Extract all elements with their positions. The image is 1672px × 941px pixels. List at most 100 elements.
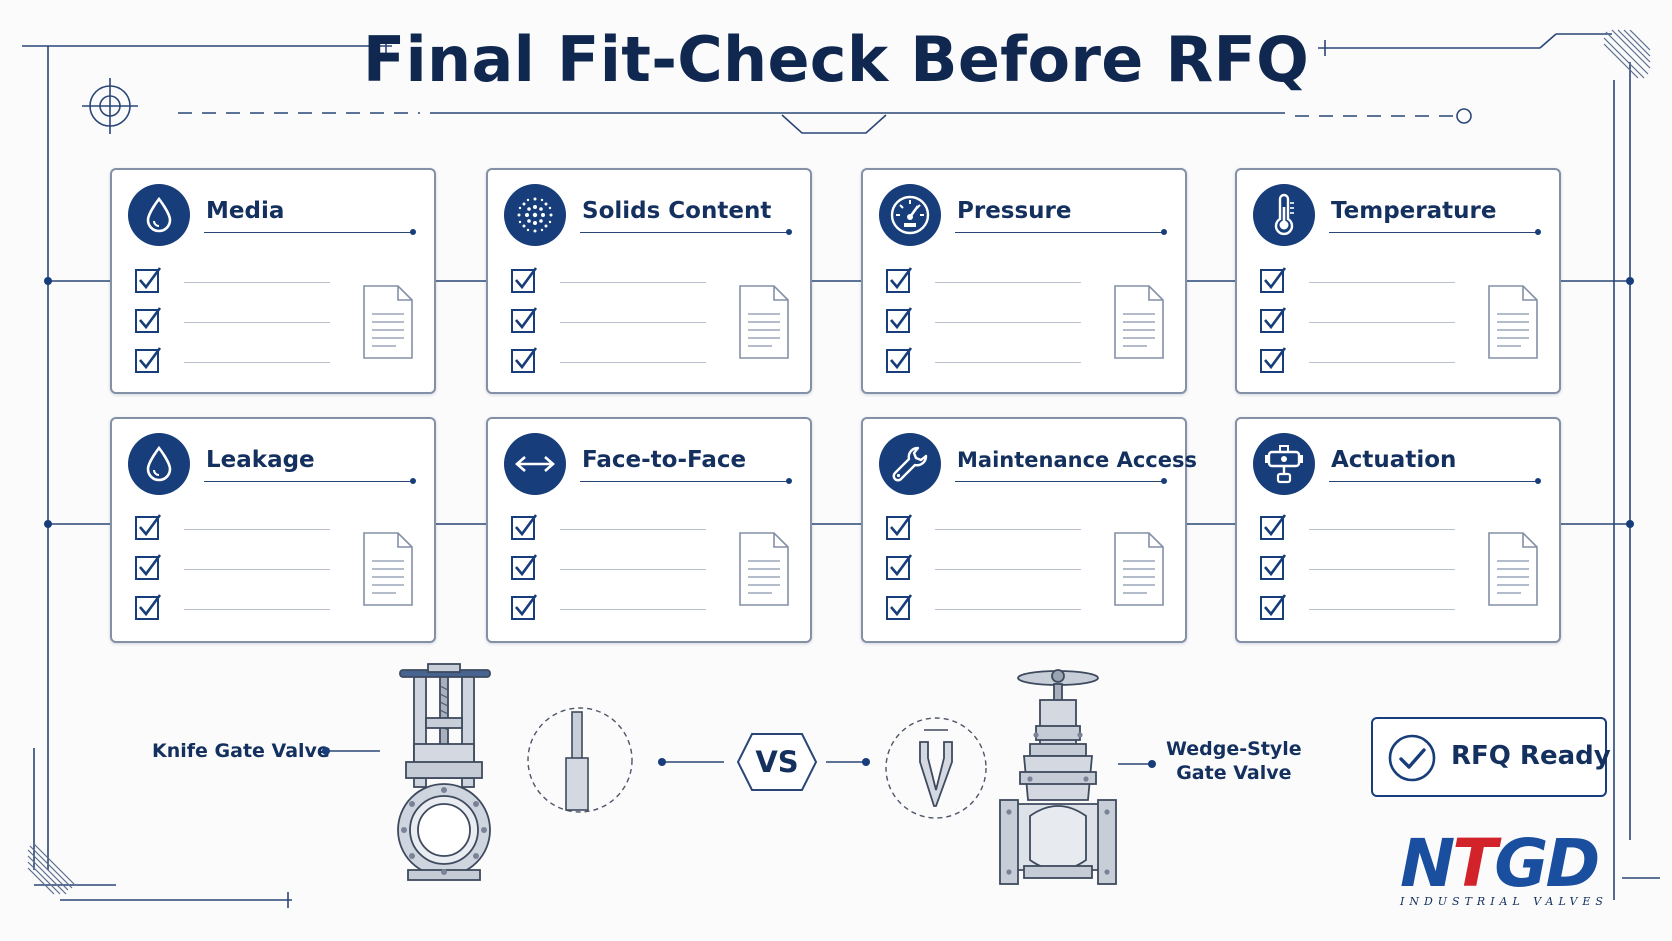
particles-icon bbox=[504, 184, 566, 246]
actuator-icon bbox=[1253, 433, 1315, 495]
knife-blade-icon bbox=[565, 711, 589, 811]
title-rule bbox=[955, 229, 1167, 235]
document-icon bbox=[1114, 285, 1164, 359]
droplet-icon bbox=[128, 433, 190, 495]
checkbox-checked-icon bbox=[1260, 347, 1287, 373]
checkbox-checked-icon bbox=[886, 267, 913, 293]
knife-gate-valve-icon bbox=[397, 663, 491, 881]
checkbox-checked-icon bbox=[1260, 267, 1287, 293]
logo-tagline: INDUSTRIAL VALVES bbox=[1400, 895, 1608, 908]
checkbox-checked-icon bbox=[886, 347, 913, 373]
double-arrow-icon bbox=[504, 433, 566, 495]
checklist-item bbox=[885, 513, 1095, 541]
card-title: Solids Content bbox=[582, 198, 772, 224]
logo-n: N bbox=[1400, 825, 1455, 902]
checklist-item bbox=[1259, 513, 1469, 541]
checklist-item bbox=[134, 513, 344, 541]
thermometer-icon bbox=[1253, 184, 1315, 246]
card-pressure: Pressure bbox=[861, 168, 1187, 394]
document-icon bbox=[363, 285, 413, 359]
checklist-item bbox=[510, 346, 720, 374]
document-icon bbox=[739, 532, 789, 606]
title-rule bbox=[955, 478, 1167, 484]
rfq-ready-badge: RFQ Ready bbox=[1371, 717, 1611, 797]
checklist-item bbox=[134, 266, 344, 294]
page-title: Final Fit-Check Before RFQ bbox=[362, 23, 1310, 96]
checklist-item bbox=[134, 306, 344, 334]
checkbox-checked-icon bbox=[511, 514, 538, 540]
checklist-item bbox=[510, 266, 720, 294]
checkbox-checked-icon bbox=[135, 594, 162, 620]
card-actuation: Actuation bbox=[1235, 417, 1561, 643]
check-circle-icon bbox=[1388, 734, 1436, 782]
title-rule bbox=[580, 229, 792, 235]
checklist-item bbox=[1259, 306, 1469, 334]
checkbox-checked-icon bbox=[511, 554, 538, 580]
card-title: Media bbox=[206, 198, 285, 224]
card-media: Media bbox=[110, 168, 436, 394]
droplet-icon bbox=[128, 184, 190, 246]
card-title: Pressure bbox=[957, 198, 1072, 224]
checkbox-checked-icon bbox=[1260, 307, 1287, 333]
wedge-label-line1: Wedge-Style bbox=[1166, 738, 1302, 760]
card-leakage: Leakage bbox=[110, 417, 436, 643]
checklist-item bbox=[510, 593, 720, 621]
card-title: Maintenance Access bbox=[957, 448, 1197, 472]
checkbox-checked-icon bbox=[135, 554, 162, 580]
card-title: Face-to-Face bbox=[582, 447, 747, 473]
checklist-item bbox=[1259, 593, 1469, 621]
card-solids-content: Solids Content bbox=[486, 168, 812, 394]
checklist-item bbox=[885, 346, 1095, 374]
logo-t: T bbox=[1452, 825, 1497, 902]
document-icon bbox=[363, 532, 413, 606]
checkbox-checked-icon bbox=[1260, 514, 1287, 540]
title-rule bbox=[580, 478, 792, 484]
card-title: Leakage bbox=[206, 447, 315, 473]
checklist-item bbox=[510, 306, 720, 334]
checkbox-checked-icon bbox=[886, 307, 913, 333]
logo-rest: GD bbox=[1494, 825, 1600, 902]
gauge-icon bbox=[879, 184, 941, 246]
checkbox-checked-icon bbox=[511, 594, 538, 620]
title-rule bbox=[1329, 229, 1541, 235]
checklist-item bbox=[885, 306, 1095, 334]
checklist-item bbox=[134, 553, 344, 581]
title-rule bbox=[204, 229, 416, 235]
checkbox-checked-icon bbox=[135, 267, 162, 293]
rfq-ready-label: RFQ Ready bbox=[1451, 741, 1611, 771]
document-icon bbox=[1488, 532, 1538, 606]
checklist-item bbox=[510, 513, 720, 541]
wedge-label-line2: Gate Valve bbox=[1176, 762, 1292, 784]
document-icon bbox=[1488, 285, 1538, 359]
checkbox-checked-icon bbox=[1260, 594, 1287, 620]
checkbox-checked-icon bbox=[135, 514, 162, 540]
wrench-icon bbox=[879, 433, 941, 495]
vs-hexagon bbox=[736, 733, 818, 791]
wedge-icon bbox=[919, 729, 953, 807]
checkbox-checked-icon bbox=[511, 347, 538, 373]
checklist-item bbox=[1259, 346, 1469, 374]
checkbox-checked-icon bbox=[886, 514, 913, 540]
checklist-item bbox=[1259, 553, 1469, 581]
checkbox-checked-icon bbox=[135, 307, 162, 333]
checkbox-checked-icon bbox=[1260, 554, 1287, 580]
document-icon bbox=[1114, 532, 1164, 606]
checklist-item bbox=[134, 593, 344, 621]
title-rule bbox=[1329, 478, 1541, 484]
card-face-to-face: Face-to-Face bbox=[486, 417, 812, 643]
checkbox-checked-icon bbox=[135, 347, 162, 373]
checklist-item bbox=[885, 593, 1095, 621]
wedge-gate-valve-icon bbox=[999, 669, 1117, 885]
knife-gate-valve-label: Knife Gate Valve bbox=[152, 740, 330, 762]
checkbox-checked-icon bbox=[886, 554, 913, 580]
wedge-gate-valve-label: Wedge-Style Gate Valve bbox=[1166, 737, 1302, 785]
checkbox-checked-icon bbox=[511, 307, 538, 333]
checklist-item bbox=[134, 346, 344, 374]
ntgd-logo: NTGD INDUSTRIAL VALVES bbox=[1400, 831, 1610, 909]
logo-wordmark: NTGD bbox=[1400, 831, 1610, 897]
document-icon bbox=[739, 285, 789, 359]
checklist-item bbox=[510, 553, 720, 581]
title-rule bbox=[204, 478, 416, 484]
